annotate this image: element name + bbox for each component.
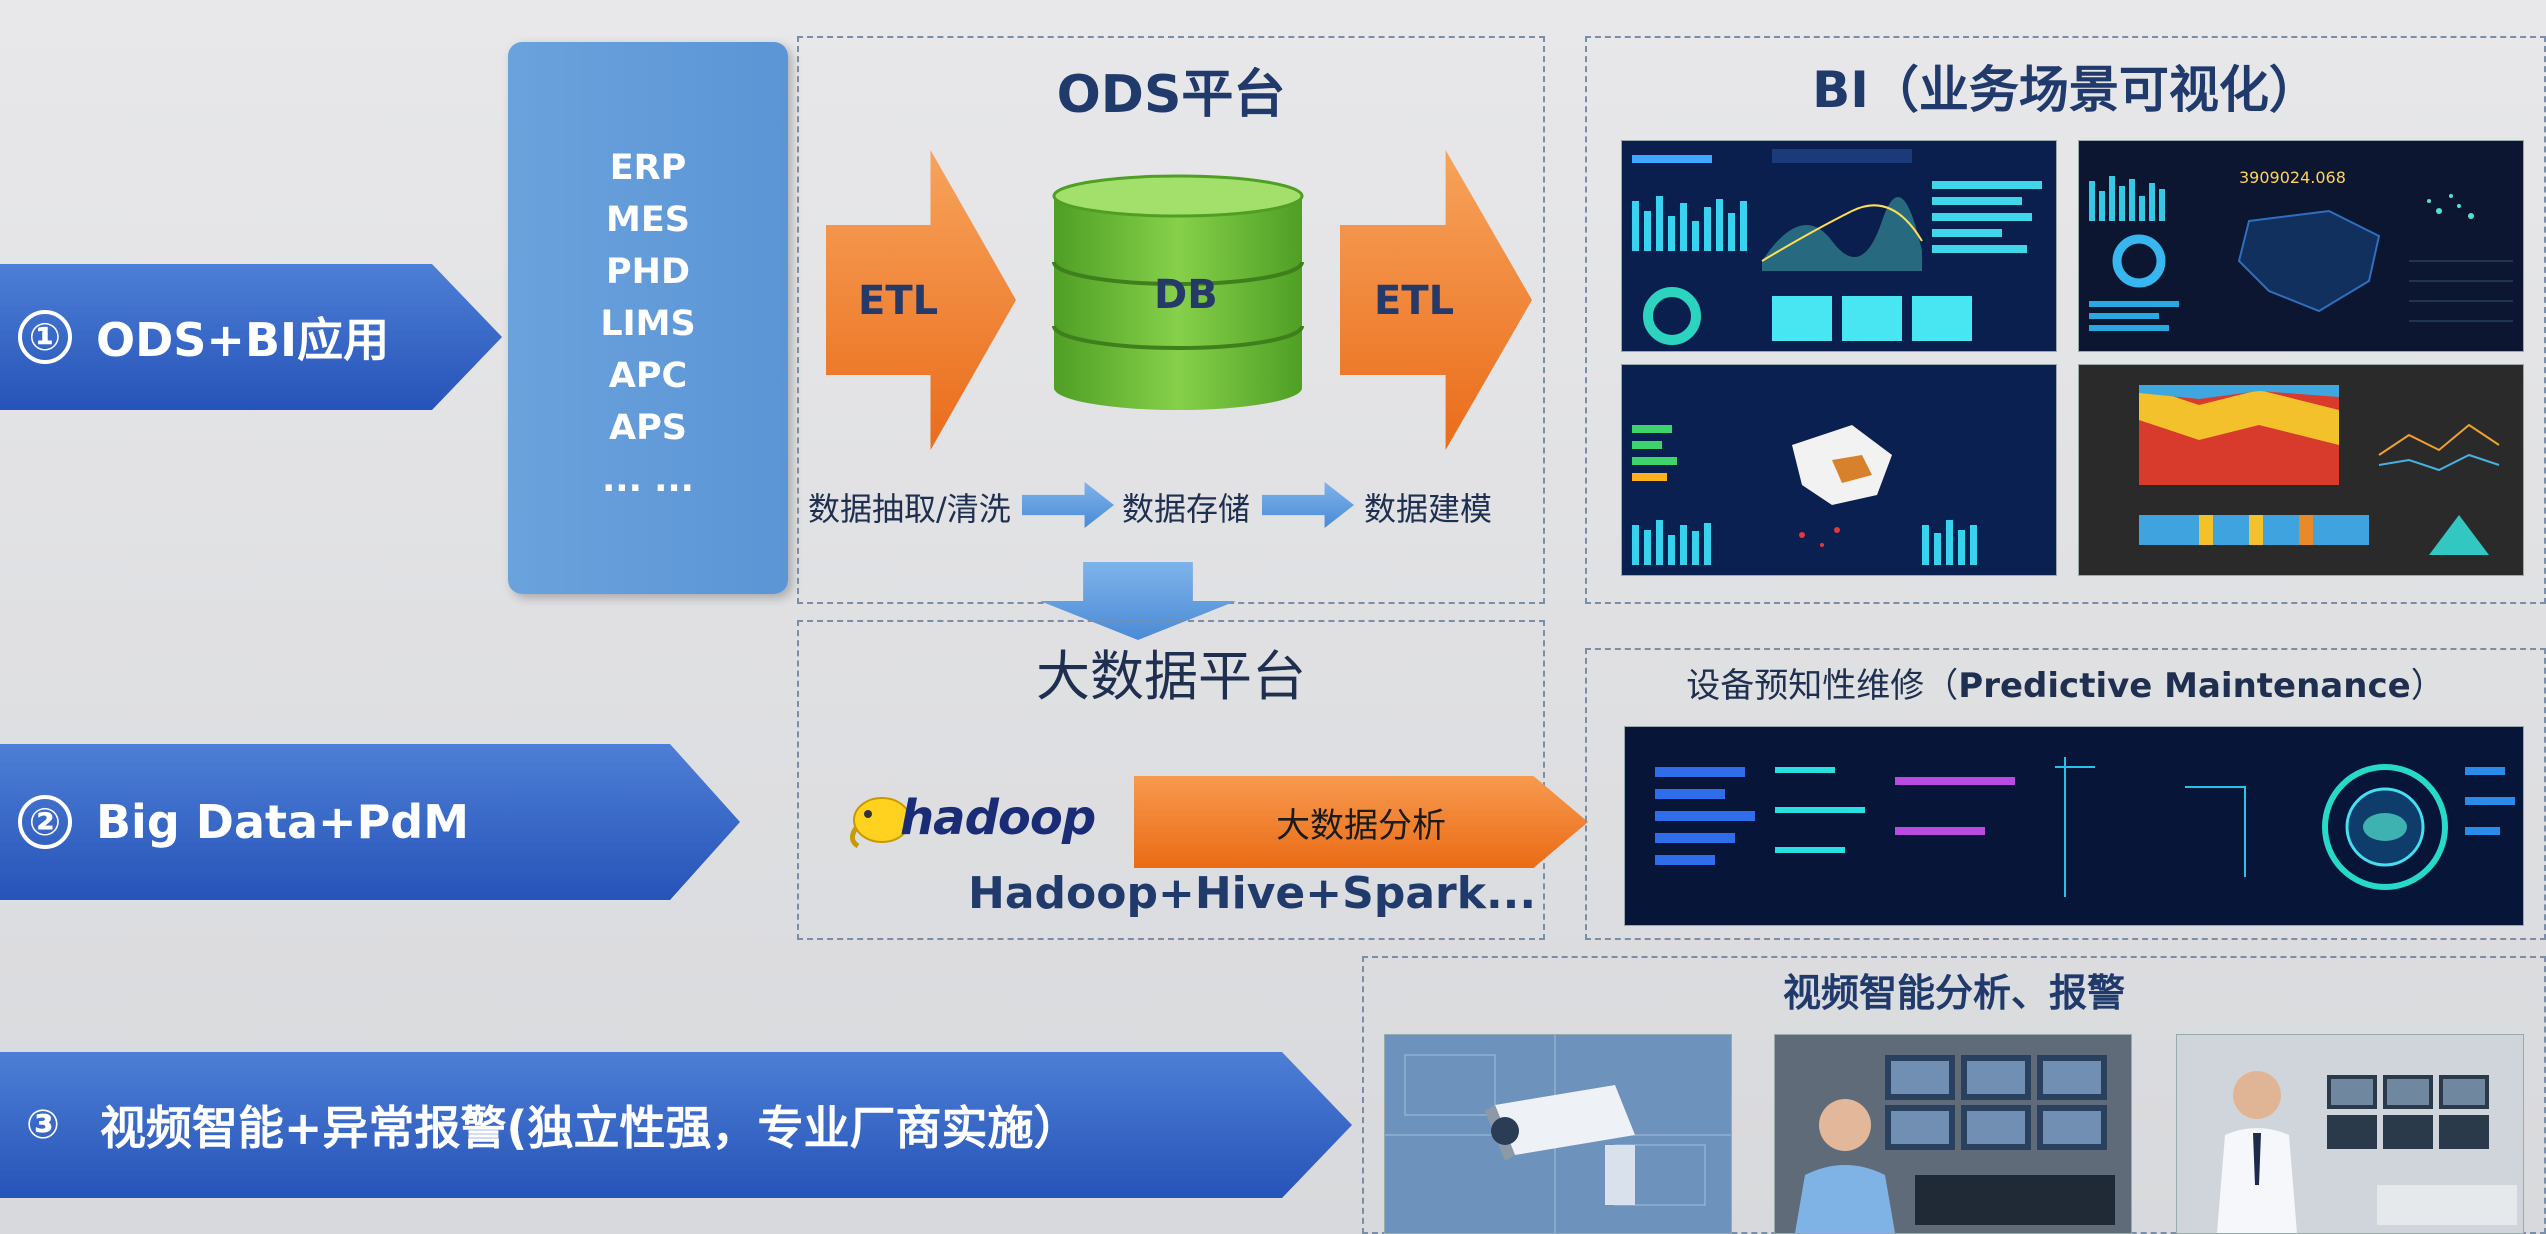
pdm-box xyxy=(1585,648,2546,940)
db-cylinder-icon xyxy=(1052,174,1304,410)
video-image-camera xyxy=(1384,1034,1732,1234)
row-video-band: ③ 视频智能+异常报警(独立性强，专业厂商实施） xyxy=(0,1052,1352,1198)
source-item-lims: LIMS xyxy=(600,304,696,344)
db-label: DB xyxy=(1154,272,1218,318)
svg-text:3909024.068: 3909024.068 xyxy=(2239,168,2346,187)
source-systems-list: ERP MES PHD LIMS APC APS ... ... xyxy=(508,142,788,506)
etl-right-label: ETL xyxy=(1374,278,1455,324)
bi-dashboard-2: 3909024.068 xyxy=(2078,140,2524,352)
bigdata-platform-title: 大数据平台 xyxy=(1036,645,1306,708)
source-item-phd: PHD xyxy=(606,252,690,292)
row-bigdata-label: Big Data+PdM xyxy=(96,795,469,849)
pdm-title-cn: 设备预知性维修（ xyxy=(1686,666,1959,706)
bigdata-stack-label: Hadoop+Hive+Spark... xyxy=(968,868,1537,919)
source-item-apc: APC xyxy=(608,356,688,396)
video-title: 视频智能分析、报警 xyxy=(1782,971,2125,1015)
video-image-guard xyxy=(2176,1034,2524,1234)
row-video-label: 视频智能+异常报警(独立性强，专业厂商实施） xyxy=(99,1101,1080,1155)
bi-dashboard-4 xyxy=(2078,364,2524,576)
source-item-more: ... ... xyxy=(602,460,694,500)
bigdata-analysis-label: 大数据分析 xyxy=(1276,805,1446,846)
bi-dashboard-3 xyxy=(1621,364,2057,576)
row-ods-bi-band: ① ODS+BI应用 xyxy=(0,264,502,410)
bigdata-analysis-arrow: 大数据分析 xyxy=(1134,776,1588,868)
pdm-title: 设备预知性维修（Predictive Maintenance） xyxy=(1585,658,2546,707)
row-ods-bi-label: ODS+BI应用 xyxy=(96,313,390,367)
hadoop-logo-text: hadoop xyxy=(900,790,1096,846)
row-ods-bi-marker: ① xyxy=(18,310,72,364)
bigdata-platform-box xyxy=(797,620,1545,940)
pdm-dashboard xyxy=(1624,726,2524,926)
source-systems-panel: ERP MES PHD LIMS APC APS ... ... xyxy=(508,42,788,594)
pdm-title-end: ） xyxy=(2410,666,2445,706)
pdm-title-en: Predictive Maintenance xyxy=(1958,666,2411,706)
bi-title: BI（业务场景可视化） xyxy=(1812,61,2319,119)
step-modeling: 数据建模 xyxy=(1364,490,1493,528)
step-extract-clean: 数据抽取/清洗 xyxy=(808,490,1011,528)
row-video-marker: ③ xyxy=(26,1102,60,1148)
source-item-aps: APS xyxy=(609,408,687,448)
step-storage: 数据存储 xyxy=(1122,490,1251,528)
source-item-erp: ERP xyxy=(609,148,687,188)
video-image-operator xyxy=(1774,1034,2132,1234)
row-bigdata-marker: ② xyxy=(18,795,72,849)
row-bigdata-band: ② Big Data+PdM xyxy=(0,744,740,900)
bi-dashboard-1 xyxy=(1621,140,2057,352)
ods-platform-title: ODS平台 xyxy=(1056,65,1286,125)
hadoop-logo xyxy=(850,797,911,849)
etl-left-label: ETL xyxy=(858,278,939,324)
source-item-mes: MES xyxy=(606,200,690,240)
bi-box xyxy=(1585,36,2546,604)
